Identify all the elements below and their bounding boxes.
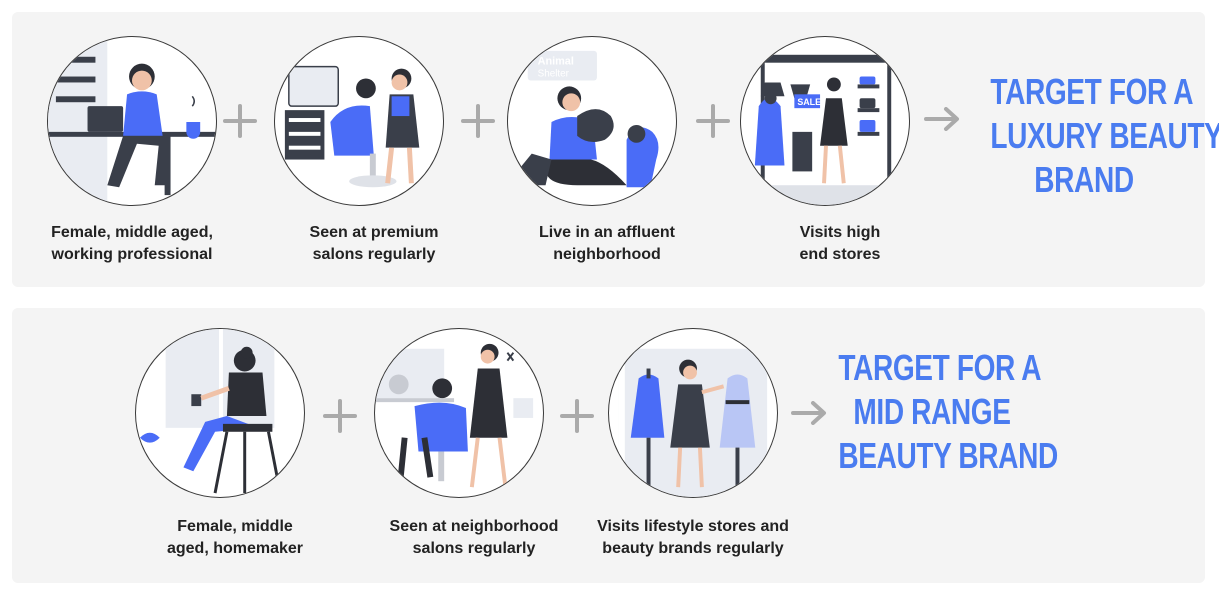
caption-line: Live in an affluent (538, 224, 675, 241)
caption-affluent-neighborhood: Live in an affluent neighborhood (492, 222, 722, 266)
premium-salon-illustration (274, 36, 444, 206)
caption-lifestyle-stores: Visits lifestyle stores and beauty brand… (578, 516, 808, 560)
caption-neighborhood-salon: Seen at neighborhood salons regularly (359, 516, 589, 560)
caption-line: salons regularly (312, 246, 436, 263)
man-with-dogs-illustration: Animal Shelter (507, 36, 677, 206)
arrow-right-icon (924, 107, 960, 131)
caption-high-end-stores: Visits high end stores (725, 222, 955, 266)
target-line: BEAUTY BRAND (838, 435, 1058, 476)
target-line: TARGET FOR A (838, 347, 1042, 388)
homemaker-illustration (135, 328, 305, 498)
target-line: LUXURY BEAUTY (990, 115, 1219, 156)
caption-line: Female, middle (177, 518, 293, 535)
caption-line: Female, middle aged, (51, 224, 213, 241)
target-line: TARGET FOR A (990, 71, 1194, 112)
caption-premium-salon: Seen at premium salons regularly (259, 222, 489, 266)
caption-line: working professional (51, 246, 213, 263)
mid-range-segment-panel: Female, middle aged, homemaker (12, 308, 1205, 583)
plus-icon (323, 399, 357, 433)
sign-text-line: Animal (538, 56, 574, 68)
sale-sign-text: SALE (797, 97, 821, 107)
sign-text-line: Shelter (538, 69, 570, 80)
target-line: BRAND (1034, 159, 1134, 200)
caption-homemaker: Female, middle aged, homemaker (120, 516, 350, 560)
mid-range-target-label: TARGET FOR A MID RANGE BEAUTY BRAND (838, 346, 1058, 478)
caption-working-professional: Female, middle aged, working professiona… (17, 222, 247, 266)
caption-line: beauty brands regularly (602, 540, 784, 557)
arrow-right-icon (791, 401, 827, 425)
caption-line: end stores (799, 246, 881, 263)
working-woman-illustration (47, 36, 217, 206)
caption-line: Seen at premium (309, 224, 439, 241)
plus-icon (223, 104, 257, 138)
luxury-segment-panel: Female, middle aged, working professiona… (12, 12, 1219, 287)
caption-line: aged, homemaker (166, 540, 304, 557)
caption-line: neighborhood (553, 246, 661, 263)
caption-line: Visits lifestyle stores and (597, 518, 789, 535)
plus-icon (461, 104, 495, 138)
caption-line: Visits high (799, 224, 881, 241)
neighborhood-salon-illustration (374, 328, 544, 498)
lifestyle-store-illustration (608, 328, 778, 498)
target-line: MID RANGE (853, 391, 1011, 432)
caption-line: salons regularly (412, 540, 536, 557)
plus-icon (696, 104, 730, 138)
plus-icon (560, 399, 594, 433)
high-end-store-illustration: SALE (740, 36, 910, 206)
caption-line: Seen at neighborhood (389, 518, 559, 535)
luxury-target-label: TARGET FOR A LUXURY BEAUTY BRAND (990, 70, 1219, 202)
